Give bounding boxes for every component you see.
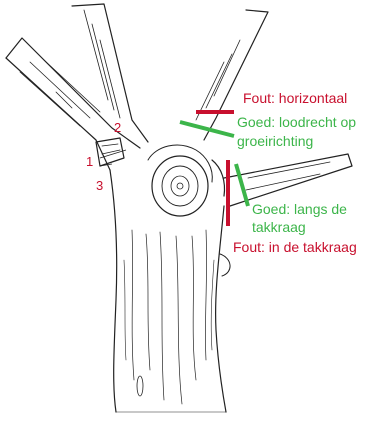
label-goed-loodrecht-2: groeirichting — [237, 133, 313, 149]
label-goed-langs-2: takkraag — [252, 219, 306, 235]
along-collar-cut-right-icon — [236, 164, 248, 206]
cut-number-1: 1 — [86, 154, 93, 169]
mid-left-branch-outline — [72, 4, 148, 142]
label-goed-langs-1: Goed: langs de — [252, 201, 347, 217]
label-fout-in-takkraag: Fout: in de takkraag — [233, 239, 357, 255]
branch-collar-ridge — [212, 160, 225, 196]
cut-number-2: 2 — [114, 120, 121, 135]
cut-number-3: 3 — [96, 178, 103, 193]
trunk-left-edge — [110, 170, 117, 412]
label-goed-loodrecht-1: Goed: loodrecht op — [237, 114, 356, 130]
right-lower-branch-outline — [224, 154, 352, 206]
knot-outer — [152, 156, 208, 216]
trunk-right-edge — [216, 206, 226, 412]
label-fout-horizontaal: Fout: horizontaal — [243, 90, 347, 106]
